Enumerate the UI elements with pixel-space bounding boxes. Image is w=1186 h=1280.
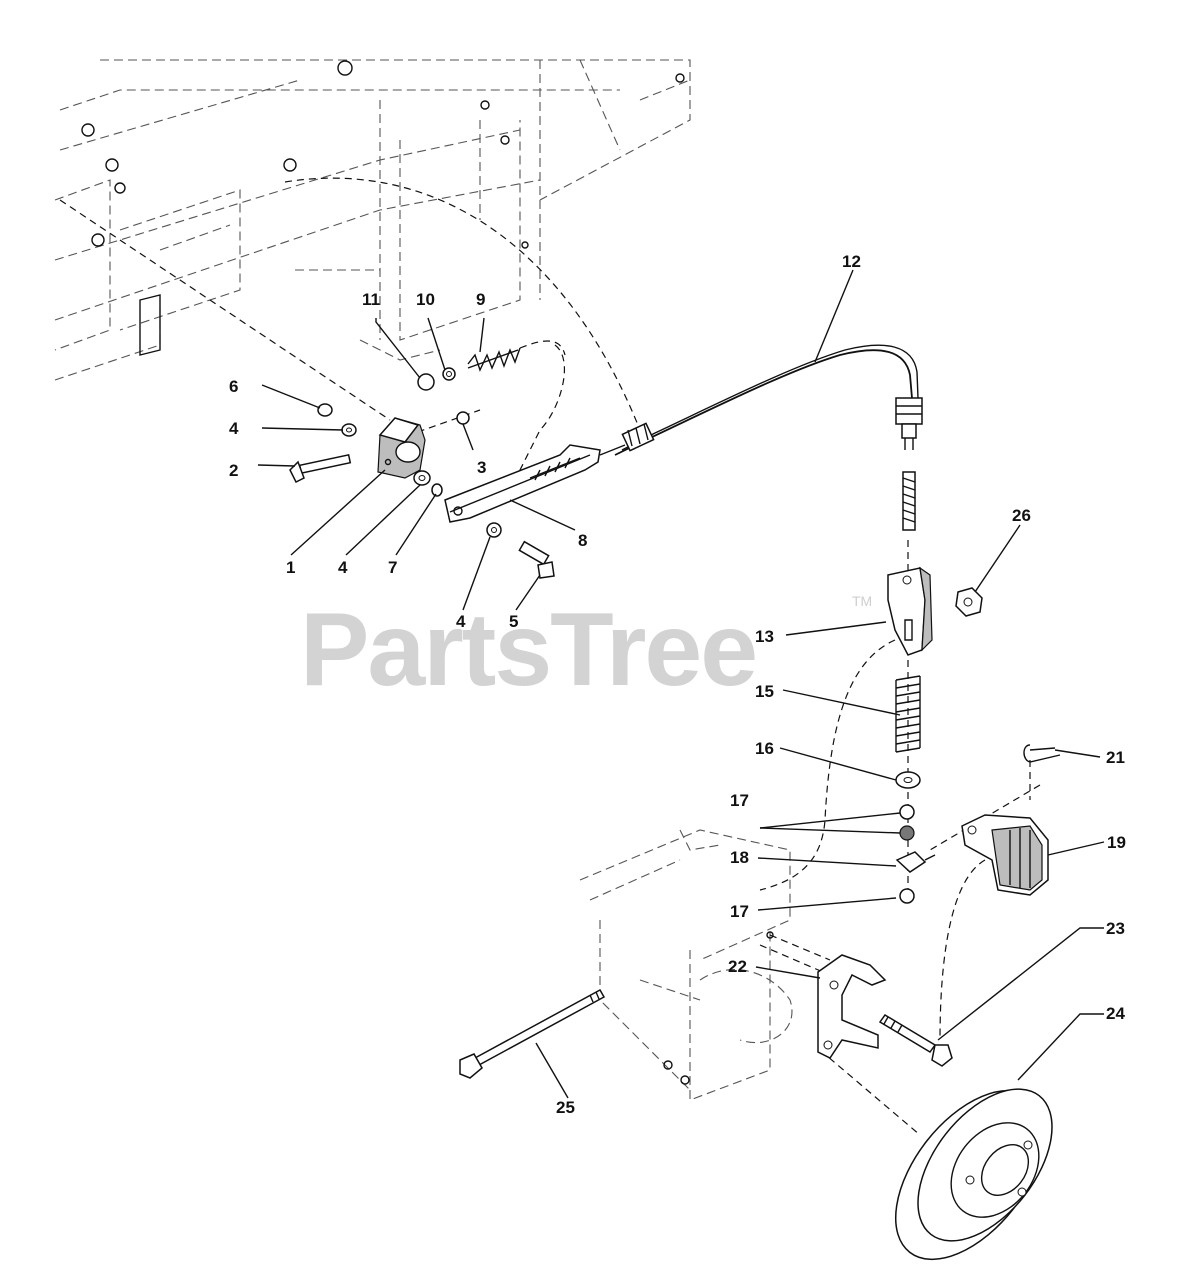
watermark-text: PartsTree bbox=[300, 592, 756, 708]
callout-21: 21 bbox=[1106, 748, 1125, 767]
callout-8: 8 bbox=[578, 531, 587, 550]
callout-4-low: 4 bbox=[456, 612, 466, 631]
callout-4-top: 4 bbox=[229, 419, 239, 438]
watermark-trademark: TM bbox=[852, 593, 872, 609]
callout-15: 15 bbox=[755, 682, 774, 701]
nut-part-17-b bbox=[899, 825, 915, 841]
caliper-part-19 bbox=[961, 814, 1049, 896]
cotter-pin-part-21 bbox=[1023, 744, 1061, 763]
callout-22: 22 bbox=[728, 957, 747, 976]
lever-arm-part-8 bbox=[444, 444, 626, 523]
cable-ferrule-right bbox=[895, 397, 923, 450]
callout-10: 10 bbox=[416, 290, 435, 309]
chassis-frame-drawing bbox=[54, 59, 691, 381]
callout-4-mid: 4 bbox=[338, 558, 348, 577]
bolt-part-2 bbox=[289, 454, 352, 484]
bolt-part-25 bbox=[459, 988, 606, 1079]
callout-16: 16 bbox=[755, 739, 774, 758]
callout-11: 11 bbox=[362, 290, 380, 309]
cable-ferrule-left bbox=[621, 422, 655, 452]
callout-25: 25 bbox=[556, 1098, 575, 1117]
callout-24: 24 bbox=[1106, 1004, 1125, 1023]
callout-26: 26 bbox=[1012, 506, 1031, 525]
pin-part-18 bbox=[895, 851, 936, 873]
watermark: PartsTree TM bbox=[300, 592, 872, 708]
leader-lines bbox=[257, 269, 1105, 1099]
nut-part-26 bbox=[955, 587, 983, 617]
callout-18: 18 bbox=[730, 848, 749, 867]
bushing-part-7 bbox=[431, 483, 443, 497]
callout-17-bottom: 17 bbox=[730, 902, 749, 921]
bracket-part-22 bbox=[817, 954, 887, 1059]
bolt-part-5 bbox=[518, 540, 555, 579]
spring-part-15 bbox=[895, 675, 921, 753]
callout-5: 5 bbox=[509, 612, 518, 631]
bracket-part-13 bbox=[887, 566, 933, 656]
callout-9: 9 bbox=[476, 290, 485, 309]
spring-part-9 bbox=[467, 340, 566, 372]
nut-part-11 bbox=[417, 373, 435, 391]
callout-3: 3 bbox=[477, 458, 486, 477]
nut-part-17-c bbox=[899, 888, 915, 904]
brake-disc-part-24 bbox=[894, 1088, 1053, 1261]
brake-cable-part-12 bbox=[614, 349, 913, 456]
callout-13: 13 bbox=[755, 627, 774, 646]
callout-17-top: 17 bbox=[730, 791, 749, 810]
transaxle-drawing bbox=[579, 829, 793, 1101]
callout-7: 7 bbox=[388, 558, 397, 577]
nut-part-3 bbox=[456, 411, 470, 425]
callout-labels: 1 2 3 4 4 4 5 6 7 8 9 10 11 12 13 15 16 … bbox=[229, 252, 1126, 1117]
callout-2: 2 bbox=[229, 461, 238, 480]
nut-part-6 bbox=[317, 403, 333, 417]
callout-6: 6 bbox=[229, 377, 238, 396]
callout-19: 19 bbox=[1107, 833, 1126, 852]
callout-1: 1 bbox=[286, 558, 295, 577]
callout-12: 12 bbox=[842, 252, 861, 271]
bracket-part-1 bbox=[377, 417, 426, 479]
bolt-part-23 bbox=[878, 1014, 953, 1067]
callout-23: 23 bbox=[1106, 919, 1125, 938]
nut-part-17-a bbox=[899, 804, 915, 820]
threaded-rod bbox=[902, 471, 916, 531]
part-drawings bbox=[289, 340, 1061, 1261]
